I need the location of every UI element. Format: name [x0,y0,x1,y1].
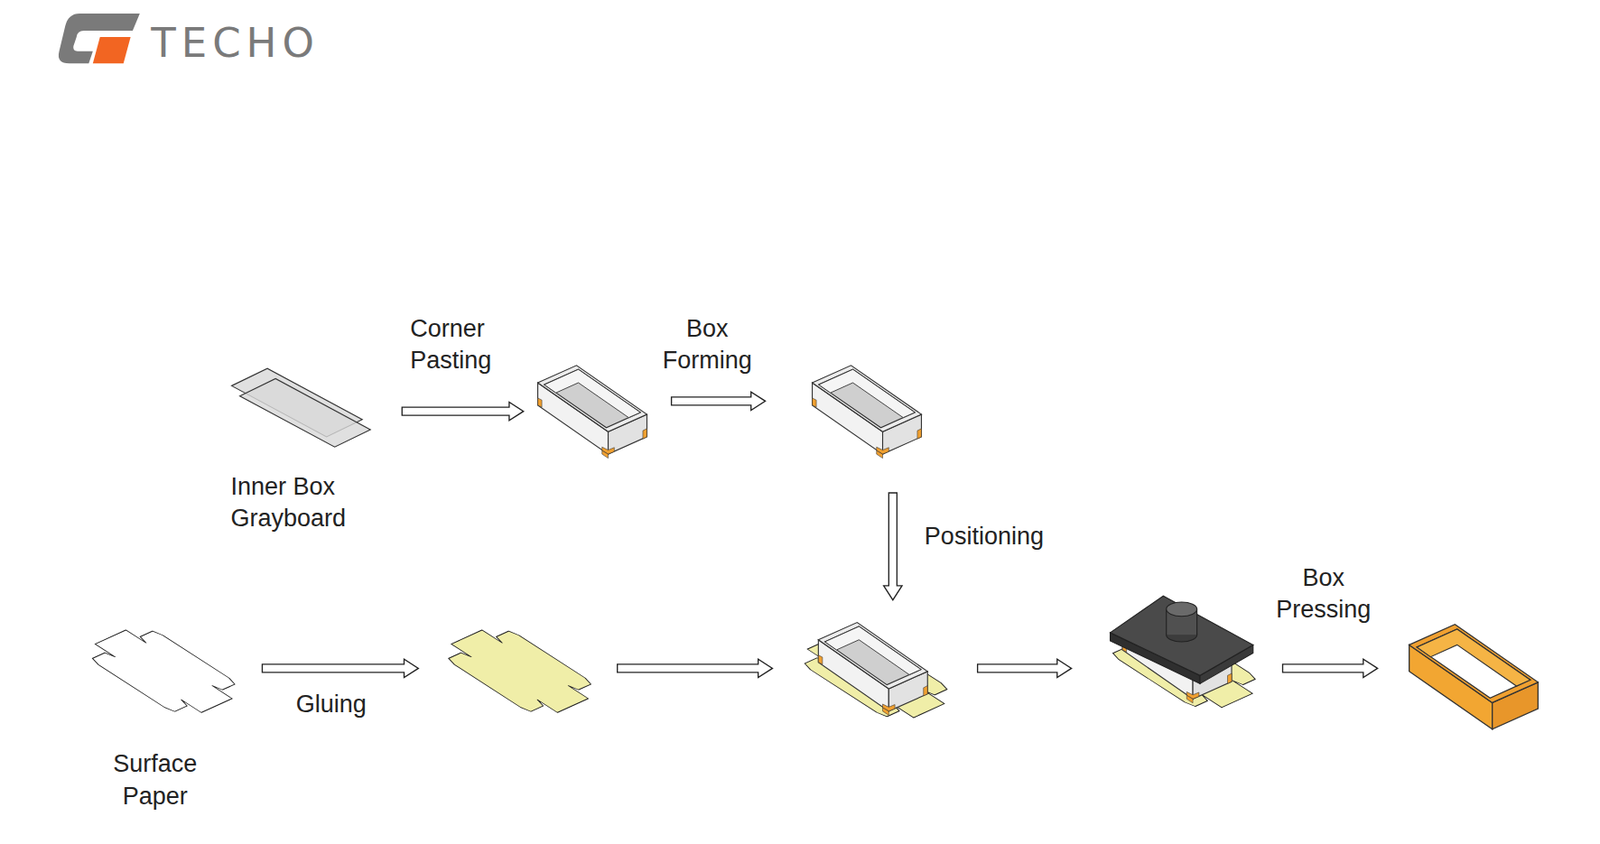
surface-paper-net [78,622,250,720]
grayboard-sheets [232,368,372,447]
pasted-box [538,365,648,459]
press-cylinder [1196,609,1198,635]
hollow-arrow [671,391,766,410]
press-cylinder [1166,602,1198,617]
formed-box [812,365,922,459]
hollow-arrow [261,659,419,678]
glued-paper-net [434,622,605,720]
material-label: Surface Paper [112,748,197,812]
logo-grey [58,13,140,64]
logo-orange [93,37,131,64]
step-label: Positioning [924,520,1044,553]
step-label: Corner Pasting [409,313,492,377]
material-label: Inner Box Grayboard [230,471,366,535]
hollow-arrow [617,659,773,678]
press-cylinder [1165,609,1167,635]
hollow-arrow [883,493,903,601]
hollow-arrow [401,401,523,420]
flow-arrows [261,391,1377,678]
hollow-arrow [977,659,1072,678]
finished-box [1409,624,1539,730]
hollow-arrow [1283,659,1378,678]
press-plate [1110,595,1254,684]
logo-text: TECHO [150,22,320,64]
plate-top [1110,595,1254,676]
step-label: Box Forming [662,313,753,377]
positioned-box [818,623,928,717]
logo-icon [58,13,140,64]
step-label: Box Pressing [1275,562,1371,626]
grayboard-sheet [240,378,372,447]
step-label: Gluing [296,688,367,721]
